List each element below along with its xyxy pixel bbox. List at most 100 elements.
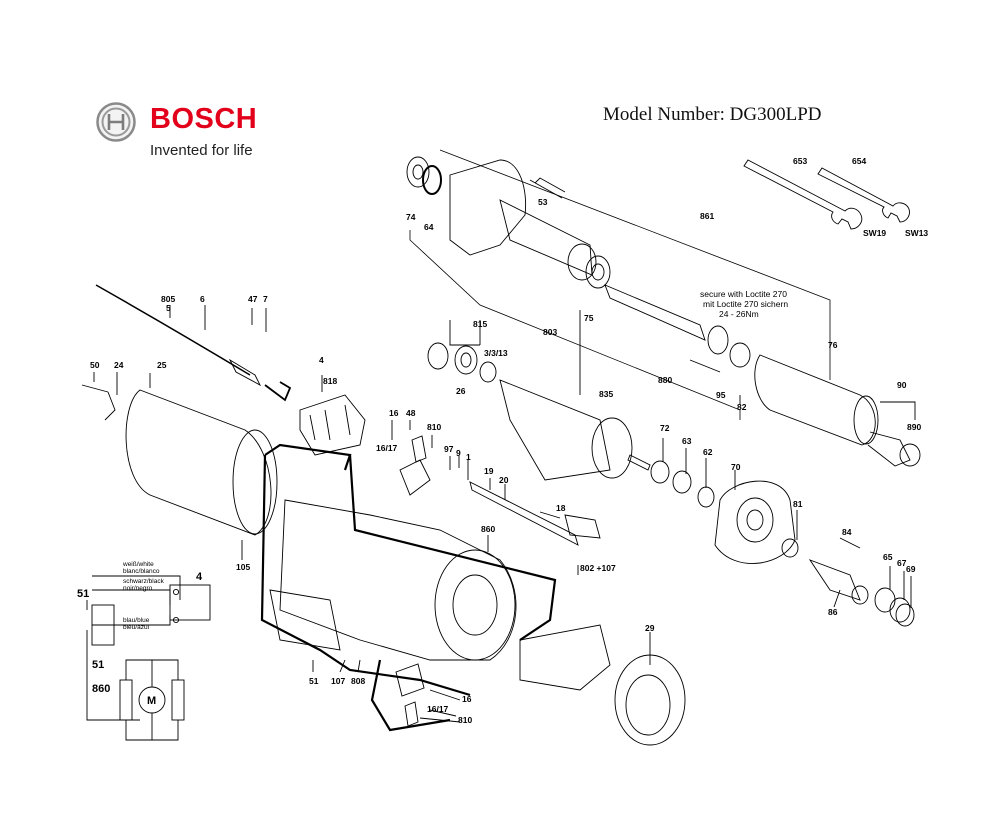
label-654: 654 bbox=[852, 156, 866, 166]
label-48: 48 bbox=[406, 408, 416, 418]
fan-84 bbox=[808, 559, 861, 601]
bosch-armature-logo-icon bbox=[96, 102, 136, 142]
ring-62 bbox=[697, 486, 715, 508]
label-84: 84 bbox=[842, 527, 852, 537]
wrench-sw19 bbox=[743, 159, 863, 230]
label-880: 880 bbox=[658, 375, 672, 385]
rear-cap-29 bbox=[519, 624, 686, 746]
label-861: 861 bbox=[700, 211, 714, 221]
label-19: 19 bbox=[484, 466, 494, 476]
label-67: 67 bbox=[897, 558, 907, 568]
wiring-schematic bbox=[86, 575, 211, 741]
label-4-wiring: 4 bbox=[196, 571, 203, 583]
label-810: 810 bbox=[427, 422, 441, 432]
collet-sleeve bbox=[754, 354, 921, 467]
wire-blue-label-2: bleu/azul bbox=[123, 624, 150, 631]
front-housing bbox=[406, 156, 611, 289]
wiring-color-legend: weiß/white blanc/blanco schwarz/black no… bbox=[122, 561, 165, 631]
label-69: 69 bbox=[906, 564, 916, 574]
label-805: 805 bbox=[161, 294, 175, 304]
label-51-wiring: 51 bbox=[77, 588, 89, 600]
label-76: 76 bbox=[828, 340, 838, 350]
label-3-3-13: 3/3/13 bbox=[484, 348, 508, 358]
label-50: 50 bbox=[90, 360, 100, 370]
label-16-17-lower: 16/17 bbox=[427, 704, 449, 714]
label-105: 105 bbox=[236, 562, 250, 572]
label-51: 51 bbox=[309, 676, 319, 686]
wrench-sw13 bbox=[817, 167, 910, 223]
label-25: 25 bbox=[157, 360, 167, 370]
label-63: 63 bbox=[682, 436, 692, 446]
bosch-brand: BOSCH Invented for life bbox=[96, 100, 296, 170]
torque-note-line3: 24 - 26Nm bbox=[719, 309, 759, 319]
label-835: 835 bbox=[599, 389, 613, 399]
label-653: 653 bbox=[793, 156, 807, 166]
wire-black-label-2: noir/negro bbox=[123, 585, 153, 592]
torque-note-line1: secure with Loctite 270 bbox=[700, 289, 787, 299]
label-808: 808 bbox=[351, 676, 365, 686]
label-24: 24 bbox=[114, 360, 124, 370]
label-1: 1 bbox=[466, 452, 471, 462]
wiring-harness bbox=[260, 443, 557, 697]
label-818: 818 bbox=[323, 376, 337, 386]
label-sw19: SW19 bbox=[863, 228, 886, 238]
brush-holder bbox=[399, 459, 431, 496]
label-82: 82 bbox=[737, 402, 747, 412]
bearing-flange-70 bbox=[714, 480, 796, 564]
bearing-72 bbox=[650, 460, 670, 484]
label-70: 70 bbox=[731, 462, 741, 472]
carbon-brush bbox=[411, 435, 427, 463]
switch-4 bbox=[299, 394, 366, 456]
label-815: 815 bbox=[473, 319, 487, 329]
label-97: 97 bbox=[444, 444, 454, 454]
brush-holder-lower bbox=[395, 663, 425, 697]
field-housing bbox=[269, 499, 517, 661]
motor-housing-25 bbox=[81, 384, 278, 536]
label-86: 86 bbox=[828, 607, 838, 617]
torque-note-line2: mit Loctite 270 sichern bbox=[703, 299, 788, 309]
label-motor: M bbox=[147, 695, 156, 707]
label-75: 75 bbox=[584, 313, 594, 323]
label-18: 18 bbox=[556, 503, 566, 513]
wire-white-label: weiß/white bbox=[122, 561, 154, 568]
part-labels: 653 654 SW19 SW13 53 861 74 64 805 5 6 4… bbox=[77, 156, 928, 725]
label-16-lower: 16 bbox=[462, 694, 472, 704]
brand-tagline: Invented for life bbox=[150, 142, 253, 159]
label-9: 9 bbox=[456, 448, 461, 458]
label-47: 47 bbox=[248, 294, 258, 304]
label-860-wiring: 860 bbox=[92, 683, 110, 695]
label-16-17: 16/17 bbox=[376, 443, 398, 453]
spindle-shaft bbox=[604, 284, 751, 368]
label-65: 65 bbox=[883, 552, 893, 562]
label-64: 64 bbox=[424, 222, 434, 232]
label-803: 803 bbox=[543, 327, 557, 337]
label-4: 4 bbox=[319, 355, 324, 365]
label-5: 5 bbox=[166, 303, 171, 313]
label-6: 6 bbox=[200, 294, 205, 304]
label-81: 81 bbox=[793, 499, 803, 509]
label-29: 29 bbox=[645, 623, 655, 633]
label-95: 95 bbox=[716, 390, 726, 400]
label-20: 20 bbox=[499, 475, 509, 485]
label-7: 7 bbox=[263, 294, 268, 304]
label-51-wiring-lower: 51 bbox=[92, 659, 104, 671]
label-62: 62 bbox=[703, 447, 713, 457]
label-72: 72 bbox=[660, 423, 670, 433]
wire-black-label: schwarz/black bbox=[123, 578, 165, 585]
part-18 bbox=[564, 514, 601, 539]
label-860: 860 bbox=[481, 524, 495, 534]
armature bbox=[427, 342, 651, 481]
ring-63 bbox=[672, 470, 692, 494]
label-810-lower: 810 bbox=[458, 715, 472, 725]
lever-19 bbox=[469, 481, 579, 546]
wire-white-label-2: blanc/blanco bbox=[123, 568, 160, 575]
wire-blue-label: blau/blue bbox=[123, 617, 150, 624]
torque-note: secure with Loctite 270 mit Loctite 270 … bbox=[700, 289, 788, 319]
label-sw13: SW13 bbox=[905, 228, 928, 238]
label-107: 107 bbox=[331, 676, 345, 686]
label-74: 74 bbox=[406, 212, 416, 222]
brand-name: BOSCH bbox=[150, 103, 258, 135]
label-16: 16 bbox=[389, 408, 399, 418]
